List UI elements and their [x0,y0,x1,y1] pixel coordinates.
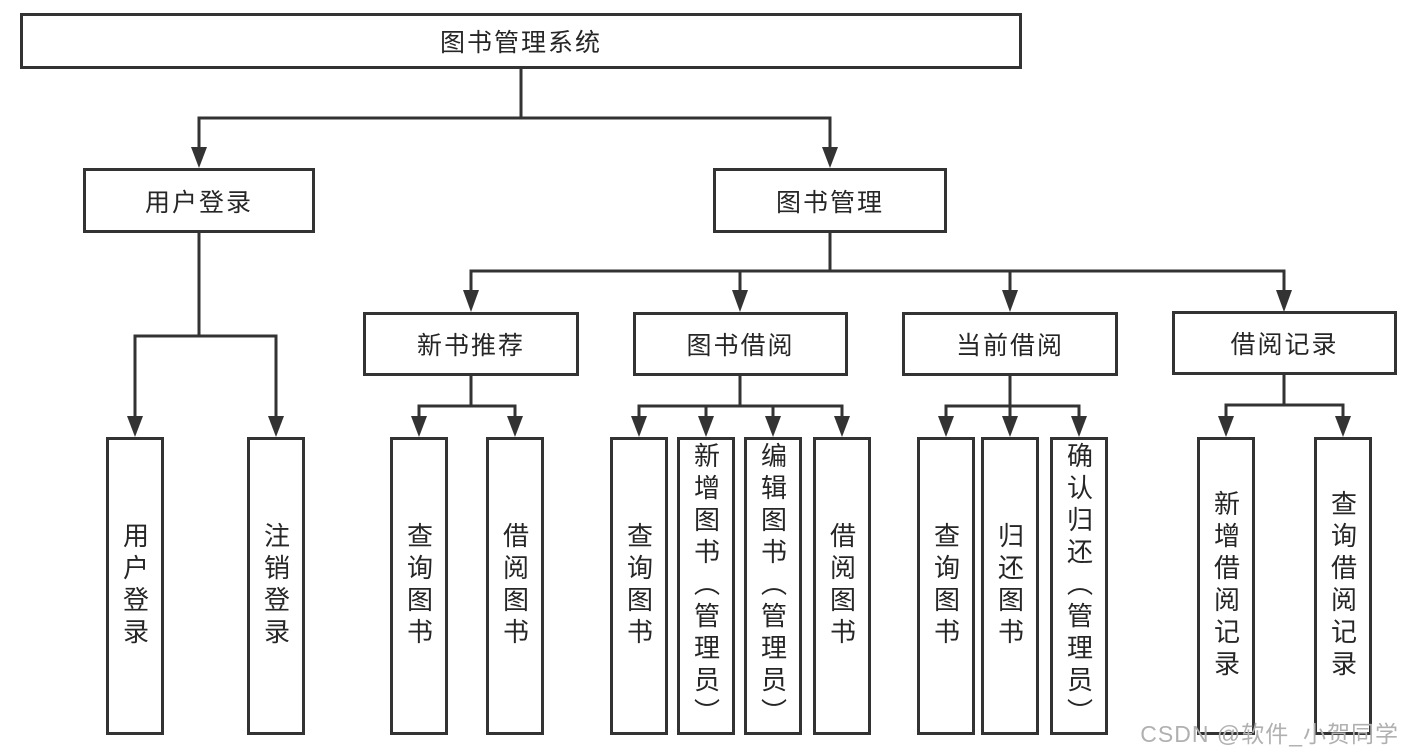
leaf-query-books-current: 查询图书 [917,437,975,735]
node-current-borrowing: 当前借阅 [902,312,1118,376]
arrow-to-leaf-borrow-books-recommend [507,416,523,437]
leaf-confirm-return-admin: 确认归还（管理员） [1050,437,1108,735]
arrow-to-book-management [822,147,838,168]
connector-recommend-bar [417,404,517,418]
leaf-user-login: 用户登录 [106,437,164,735]
connector-current-bar [944,404,1081,418]
node-book-management: 图书管理 [713,168,947,233]
connector-user-login-bar [133,334,278,418]
arrow-to-leaf-borrow-books-borrow [834,416,850,437]
leaf-add-borrow-record: 新增借阅记录 [1197,437,1255,735]
arrow-to-book-borrowing [732,290,748,312]
leaf-borrow-books-borrow: 借阅图书 [813,437,871,735]
arrow-to-leaf-query-borrow-record [1335,416,1351,437]
leaf-add-book-admin: 新增图书（管理员） [677,437,735,735]
arrow-to-leaf-add-borrow-record [1218,416,1234,437]
arrow-to-leaf-return-books [1002,416,1018,437]
arrow-to-user-login [191,147,207,168]
node-book-borrowing: 图书借阅 [633,312,848,376]
leaf-logout: 注销登录 [247,437,305,735]
arrow-to-leaf-query-books-recommend [411,416,427,437]
leaf-edit-book-admin: 编辑图书（管理员） [744,437,802,735]
arrow-to-leaf-logout [268,416,284,437]
node-library-management-system: 图书管理系统 [20,13,1022,69]
connector-records-bar [1224,403,1345,418]
watermark: CSDN @软件_小贺同学 [1140,721,1399,747]
leaf-query-books-recommend: 查询图书 [390,437,448,735]
node-new-book-recommend: 新书推荐 [363,312,579,376]
arrow-to-new-book-recommend [463,290,479,312]
arrow-to-borrowing-records [1276,290,1292,312]
arrow-to-leaf-confirm-return-admin [1071,416,1087,437]
arrow-to-leaf-query-books-current [938,416,954,437]
connector-borrowing-bar [637,404,844,418]
leaf-query-books-borrow: 查询图书 [610,437,668,735]
arrow-to-leaf-edit-book-admin [765,416,781,437]
node-user-login: 用户登录 [83,168,315,233]
connector-level3-bar [469,269,1286,292]
arrow-to-leaf-add-book-admin [698,416,714,437]
leaf-return-books: 归还图书 [981,437,1039,735]
connector-level1-bar [197,116,832,149]
leaf-borrow-books-recommend: 借阅图书 [486,437,544,735]
node-borrowing-records: 借阅记录 [1172,311,1397,375]
leaf-query-borrow-record: 查询借阅记录 [1314,437,1372,735]
arrow-to-leaf-query-books-borrow [631,416,647,437]
arrow-to-leaf-user-login [127,416,143,437]
arrow-to-current-borrowing [1002,290,1018,312]
